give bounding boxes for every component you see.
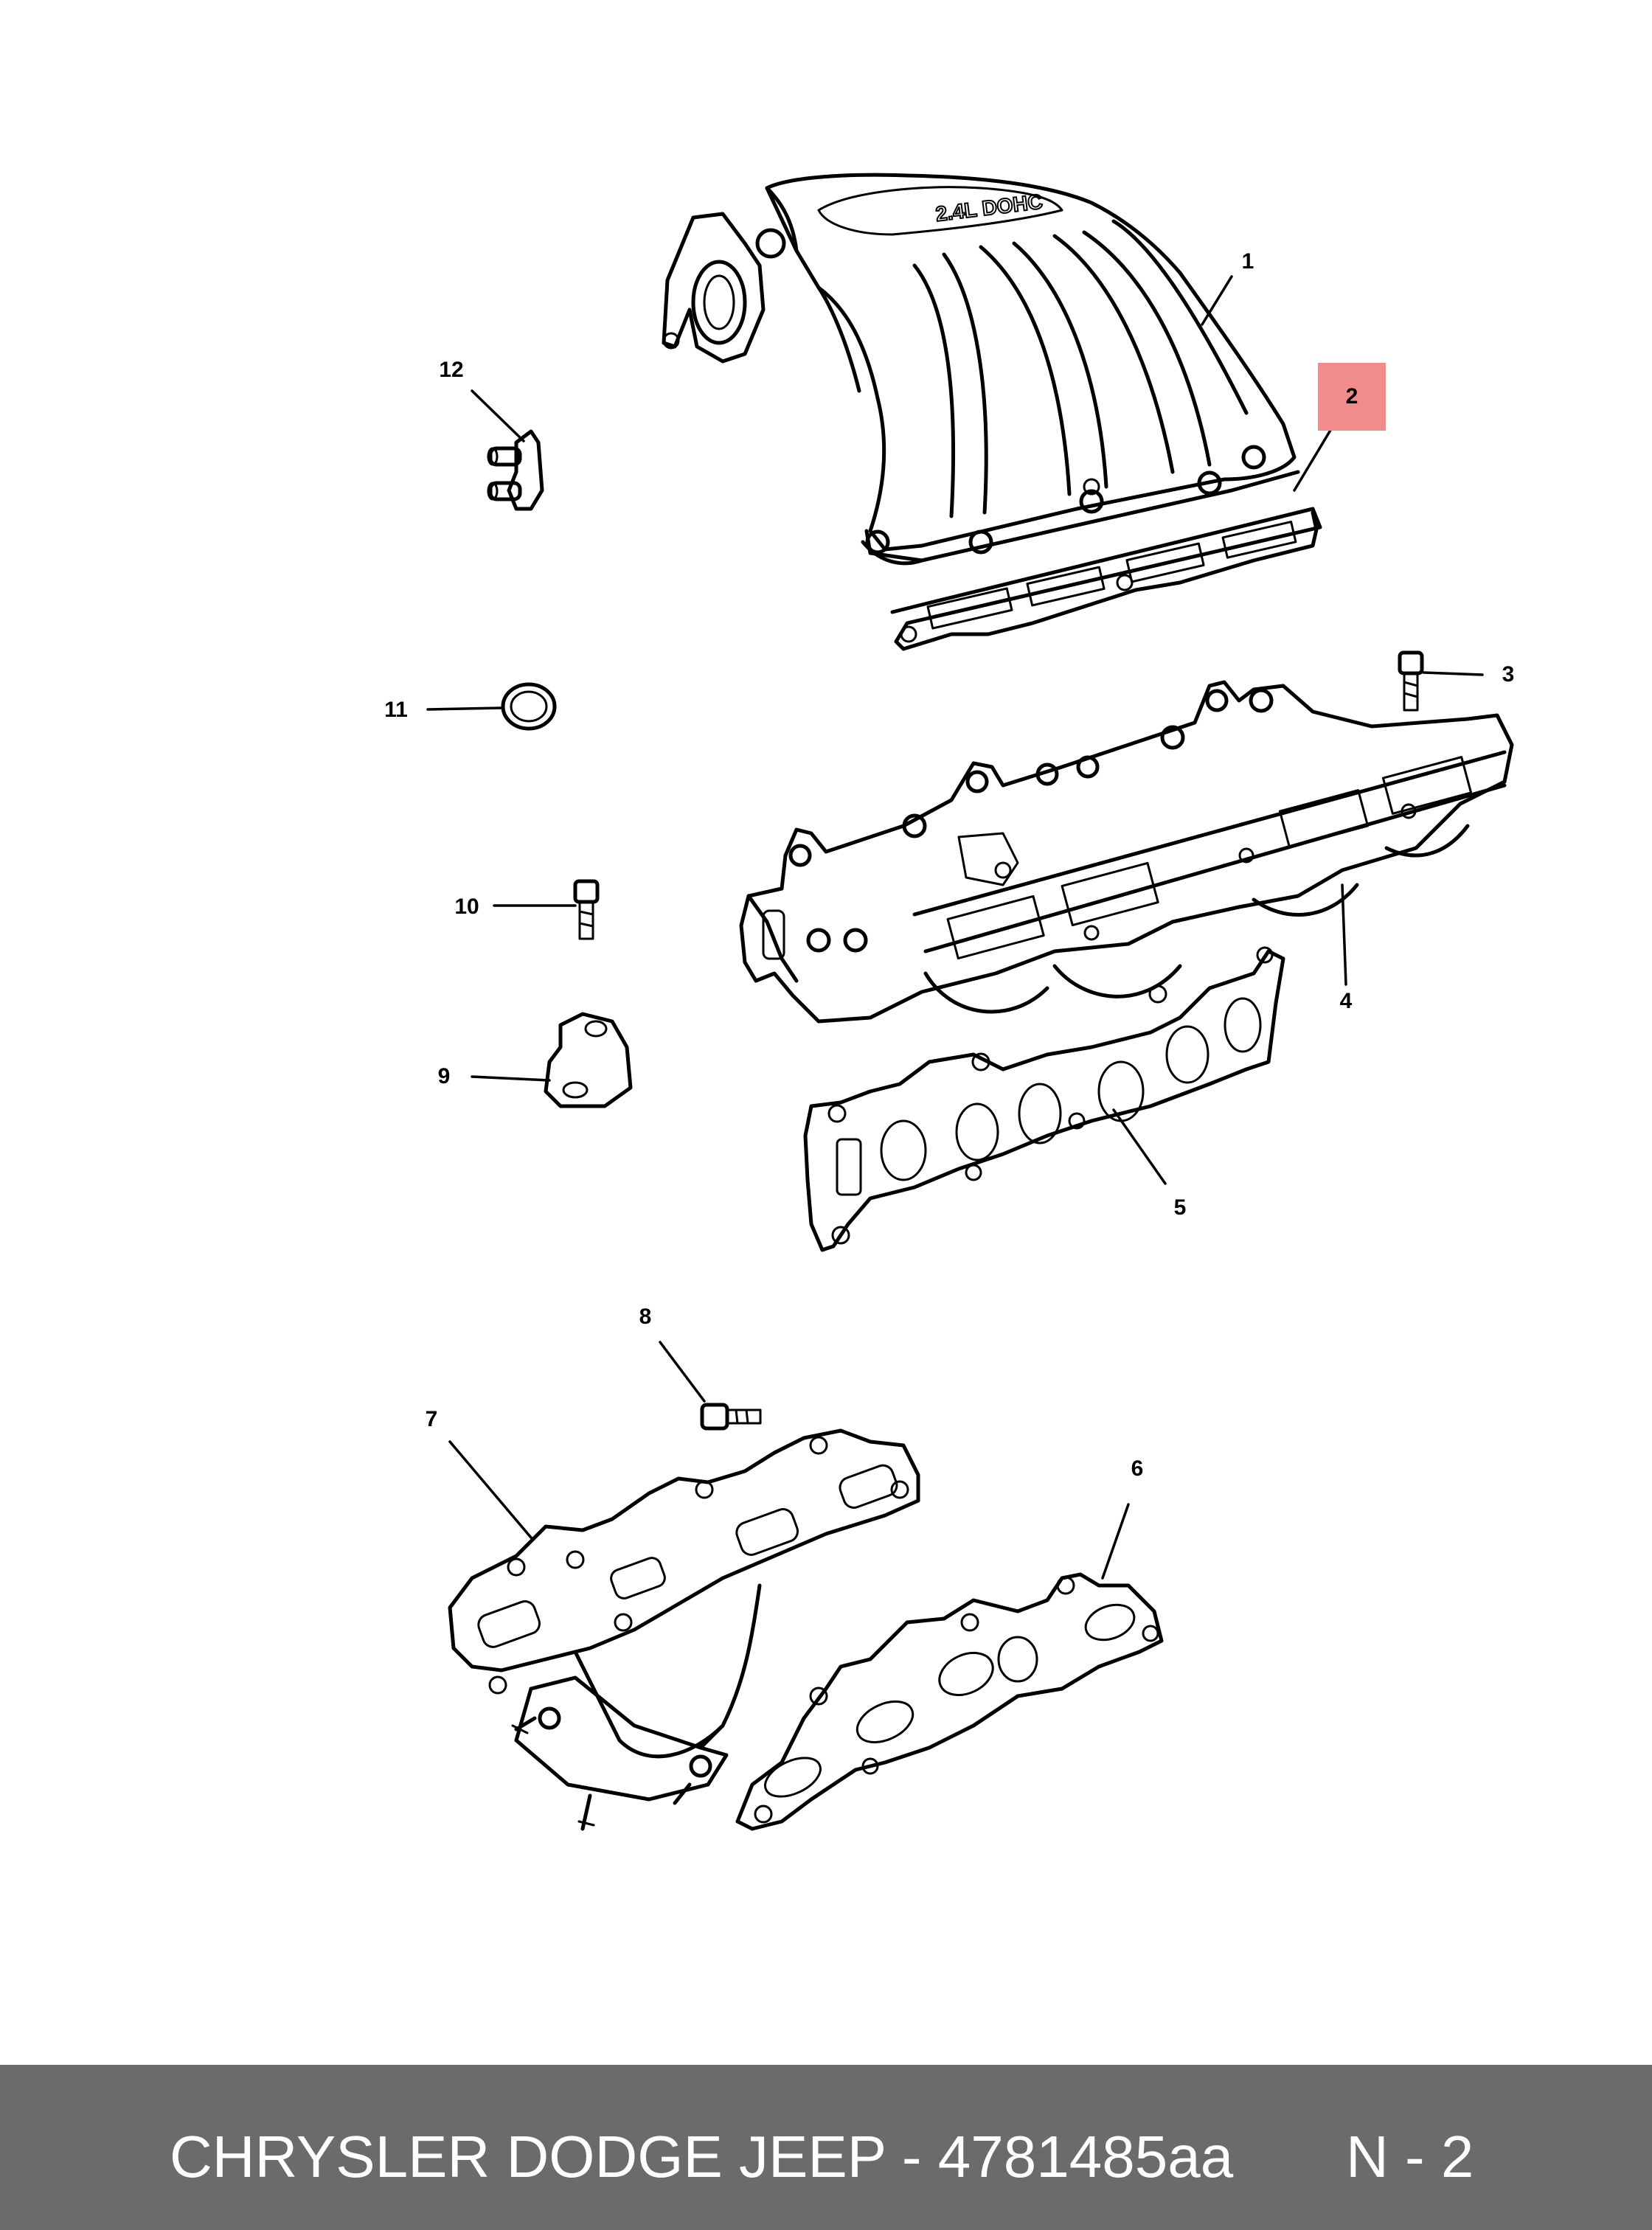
callout-6: 6 (1131, 1456, 1144, 1481)
callout-4: 4 (1339, 989, 1353, 1013)
leader-lines (426, 275, 1484, 1580)
exhaust-manifold (448, 1428, 920, 1831)
lower-intake-manifold (739, 680, 1514, 1024)
footer-page-label: N - 2 (1346, 2124, 1474, 2189)
parts-diagram: 2.4L DOHC (426, 173, 1514, 1831)
upper-intake-manifold: 2.4L DOHC (662, 173, 1300, 566)
exhaust-manifold-gasket (735, 1572, 1164, 1831)
part-12-fitting (487, 429, 544, 511)
part-9-bracket (544, 1012, 633, 1108)
callout-7: 7 (425, 1407, 438, 1431)
engraving-text: 2.4L DOHC (934, 190, 1044, 226)
callout-12: 12 (439, 358, 464, 382)
part-3-bolt (1398, 650, 1424, 712)
callout-3: 3 (1502, 662, 1515, 687)
callout-1: 1 (1241, 249, 1254, 274)
callout-9: 9 (437, 1064, 451, 1088)
part-11-o-ring (501, 682, 557, 731)
upper-intake-gasket (890, 507, 1322, 651)
part-8-stud (700, 1403, 762, 1431)
callout-8: 8 (639, 1305, 652, 1329)
callout-2: 2 (1318, 363, 1386, 431)
callout-10: 10 (454, 895, 479, 919)
callout-5: 5 (1173, 1195, 1187, 1220)
lower-intake-gasket (803, 946, 1285, 1252)
footer-brand-part-number: CHRYSLER DODGE JEEP - 4781485aa (170, 2124, 1234, 2189)
footer-bar (0, 2065, 1652, 2230)
callout-11: 11 (384, 698, 408, 722)
part-10-bolt (573, 879, 600, 940)
